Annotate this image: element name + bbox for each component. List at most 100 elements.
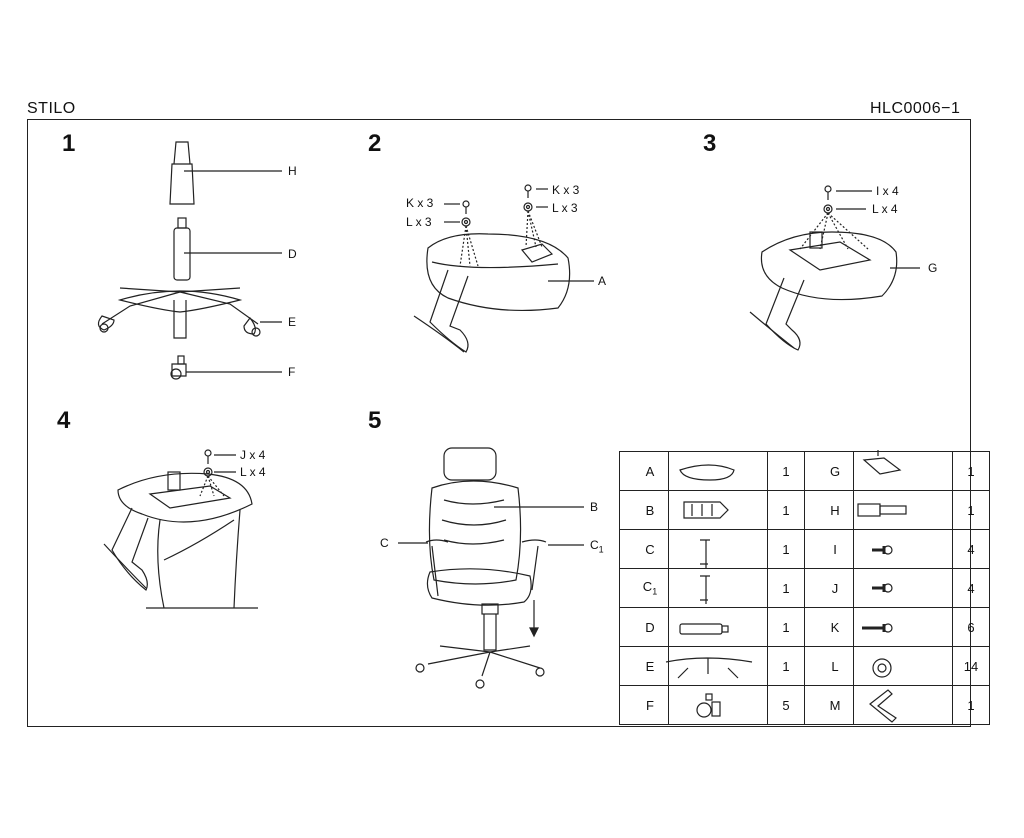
- parts-row: A 1 G 1: [619, 451, 990, 491]
- step4-exploded-view: [103, 449, 258, 609]
- part-letter-text: K: [830, 619, 840, 635]
- part-quantity: 5: [767, 685, 805, 725]
- label-G: G: [928, 261, 938, 275]
- step-number-1: 1: [62, 130, 76, 157]
- label-F: F: [288, 365, 296, 379]
- parts-row: E 1 L 14: [619, 646, 990, 686]
- part-letter: B: [619, 490, 669, 530]
- part-quantity-text: 6: [967, 619, 975, 635]
- part-letter: C: [619, 529, 669, 569]
- parts-row: B 1 H 1: [619, 490, 990, 530]
- part-quantity: 4: [952, 529, 990, 569]
- part-image: [853, 685, 953, 725]
- part-letter: A: [619, 451, 669, 491]
- part-quantity: 1: [767, 607, 805, 647]
- label-C: C: [380, 536, 389, 550]
- part-quantity: 1: [767, 568, 805, 608]
- part-quantity: 1: [952, 685, 990, 725]
- part-letter-text: H: [830, 502, 840, 518]
- part-quantity: 1: [767, 451, 805, 491]
- part-image: [668, 685, 768, 725]
- label-k-x3-left: K x 3: [406, 196, 434, 210]
- part-letter-text: L: [831, 658, 839, 674]
- instruction-frame: [27, 119, 971, 727]
- part-quantity: 1: [767, 529, 805, 569]
- part-letter-subscript: 1: [652, 586, 658, 597]
- part-image: [853, 451, 953, 491]
- part-letter-text: E: [645, 658, 655, 674]
- part-letter-text: G: [829, 463, 841, 479]
- part-letter-text: D: [645, 619, 655, 635]
- step3-exploded-view: [749, 185, 920, 351]
- label-C1-subscript: 1: [598, 544, 604, 555]
- part-letter: M: [804, 685, 854, 725]
- part-letter-text: M: [829, 697, 841, 713]
- part-letter: D: [619, 607, 669, 647]
- step5-assembled-chair: [398, 447, 584, 689]
- part-quantity-text: 1: [782, 463, 790, 479]
- label-l-x3-right: L x 3: [552, 201, 578, 215]
- part-quantity-text: 4: [967, 541, 975, 557]
- step-number-2: 2: [368, 130, 382, 157]
- document-code: HLC0006−1: [870, 100, 961, 117]
- part-letter: J: [804, 568, 854, 608]
- part-quantity-text: 1: [967, 463, 975, 479]
- part-image: [853, 529, 953, 569]
- part-quantity-text: 1: [782, 619, 790, 635]
- part-quantity-text: 1: [782, 541, 790, 557]
- part-quantity-text: 1: [782, 658, 790, 674]
- part-quantity: 1: [767, 646, 805, 686]
- step-number-3: 3: [703, 130, 717, 157]
- label-j-x4: J x 4: [240, 448, 266, 462]
- label-E: E: [288, 315, 297, 329]
- part-letter-text: F: [646, 697, 654, 713]
- label-C1: C1: [590, 538, 604, 554]
- part-letter: C1: [619, 568, 669, 608]
- part-letter: G: [804, 451, 854, 491]
- part-image: [668, 568, 768, 608]
- label-D: D: [288, 247, 297, 261]
- document-title: STILO: [27, 100, 76, 117]
- part-letter-text: B: [645, 502, 655, 518]
- step-number-5: 5: [368, 407, 382, 434]
- parts-row: C 1 I 4: [619, 529, 990, 569]
- part-image: [668, 451, 768, 491]
- label-B: B: [590, 500, 599, 514]
- step-number-4: 4: [57, 407, 71, 434]
- part-image: [668, 646, 768, 686]
- part-quantity-text: 1: [782, 502, 790, 518]
- label-l-x4-step3: L x 4: [872, 202, 898, 216]
- part-image: [668, 529, 768, 569]
- part-quantity-text: 1: [967, 502, 975, 518]
- part-letter: F: [619, 685, 669, 725]
- label-l-x3-left: L x 3: [406, 215, 432, 229]
- label-C1-letter: C: [590, 538, 599, 552]
- label-k-x3-right: K x 3: [552, 183, 580, 197]
- label-l-x4-step4: L x 4: [240, 465, 266, 479]
- part-image: [853, 568, 953, 608]
- part-quantity-text: 1: [782, 580, 790, 596]
- part-image: [853, 607, 953, 647]
- part-quantity-text: 5: [782, 697, 790, 713]
- part-quantity: 4: [952, 568, 990, 608]
- label-H: H: [288, 164, 297, 178]
- part-quantity: 1: [767, 490, 805, 530]
- part-image: [853, 646, 953, 686]
- part-letter: H: [804, 490, 854, 530]
- part-letter-text: I: [833, 541, 837, 557]
- label-i-x4: I x 4: [876, 184, 899, 198]
- part-quantity-text: 14: [963, 658, 979, 674]
- part-letter-text: C: [645, 541, 655, 557]
- part-quantity-text: 1: [967, 697, 975, 713]
- parts-row: F 5 M 1: [619, 685, 990, 725]
- part-letter: E: [619, 646, 669, 686]
- part-letter-text: A: [645, 463, 655, 479]
- part-image: [668, 490, 768, 530]
- step1-exploded-view: [97, 141, 282, 380]
- part-letter: I: [804, 529, 854, 569]
- label-A: A: [598, 274, 607, 288]
- parts-row: D 1 K 6: [619, 607, 990, 647]
- step2-exploded-view: [413, 184, 594, 353]
